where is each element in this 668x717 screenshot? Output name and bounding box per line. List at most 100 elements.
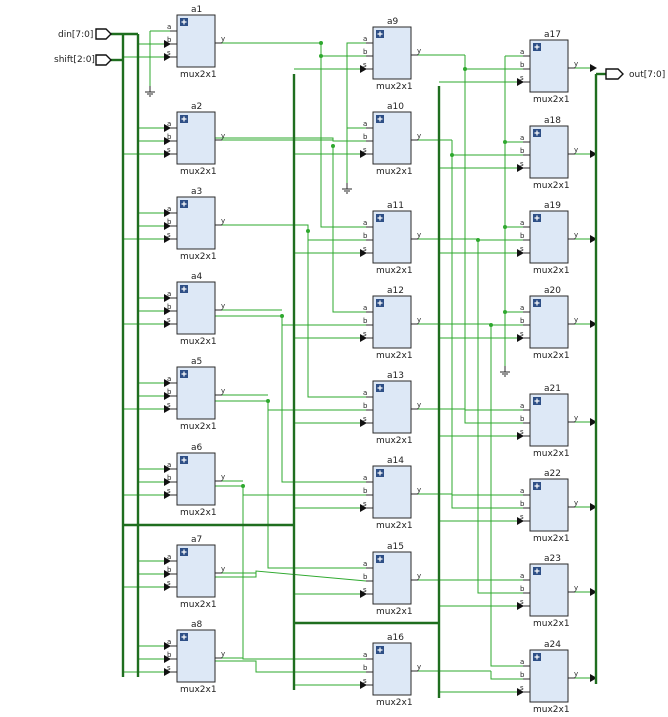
pin-label-y: y [221, 565, 225, 573]
bus-tap-arrow [164, 465, 171, 473]
pin-label-a: a [363, 389, 367, 397]
pin-label-y: y [221, 35, 225, 43]
pin-label-s: s [167, 664, 171, 672]
bus-tap-arrow [164, 53, 171, 61]
port-shift-label: shift[2:0] [54, 55, 95, 65]
port-din[interactable]: din[7:0] [58, 28, 112, 40]
pin-label-y: y [574, 499, 578, 507]
wire [320, 43, 366, 228]
pin-label-b: b [363, 402, 368, 410]
pin-label-s: s [363, 677, 367, 685]
expand-icon-plus [534, 215, 540, 221]
expand-icon-plus [534, 130, 540, 136]
pin-label-b: b [167, 218, 172, 226]
pin-label-a: a [363, 120, 367, 128]
pin-label-y: y [574, 316, 578, 324]
pin-label-a: a [167, 461, 171, 469]
wire [477, 239, 523, 241]
pin-label-s: s [363, 415, 367, 423]
pin-label-s: s [363, 146, 367, 154]
bus-tap-arrow [164, 392, 171, 400]
pin-label-a: a [363, 304, 367, 312]
port-out[interactable]: out[7:0] [605, 68, 665, 80]
bus-tap-arrow [517, 432, 524, 440]
mux-module-label: mux2x1 [533, 266, 570, 276]
mux-module-label: mux2x1 [376, 607, 413, 617]
pin-label-a: a [167, 120, 171, 128]
pin-label-s: s [167, 231, 171, 239]
pin-label-a: a [167, 290, 171, 298]
pin-label-s: s [363, 245, 367, 253]
mux-module-label: mux2x1 [180, 337, 217, 347]
bus-tap-arrow [590, 150, 597, 158]
pin-label-s: s [167, 487, 171, 495]
pin-label-a: a [520, 572, 524, 580]
bus-tap-arrow [164, 320, 171, 328]
pin-label-y: y [417, 316, 421, 324]
mux-instance-label: a11 [387, 201, 404, 211]
bus-tap-arrow [360, 334, 367, 342]
expand-icon-plus [377, 300, 383, 306]
mux-instance-label: a1 [191, 5, 202, 15]
pin-label-b: b [363, 133, 368, 141]
bus-tap-arrow [164, 379, 171, 387]
pin-label-a: a [520, 48, 524, 56]
mux-instance-label: a17 [544, 30, 561, 40]
bus-tap-arrow [164, 235, 171, 243]
mux-module-label: mux2x1 [533, 95, 570, 105]
wire [242, 486, 366, 660]
expand-icon-plus [377, 31, 383, 37]
pin-label-s: s [520, 684, 524, 692]
bus-tap-arrow [164, 655, 171, 663]
junction-dot [503, 310, 507, 314]
mux-module-label: mux2x1 [533, 705, 570, 715]
expand-icon-plus [377, 556, 383, 562]
expand-icon-plus [534, 398, 540, 404]
expand-icon-plus [181, 201, 187, 207]
bus-tap-arrow [360, 65, 367, 73]
mux-instance-label: a6 [191, 443, 203, 453]
pin-label-b: b [363, 487, 368, 495]
pin-label-y: y [574, 60, 578, 68]
mux-module-label: mux2x1 [533, 534, 570, 544]
mux-instance-label: a5 [191, 357, 202, 367]
mux-body [176, 196, 216, 250]
pin-label-b: b [167, 303, 172, 311]
wire [267, 401, 366, 569]
port-din-label: din[7:0] [58, 30, 93, 40]
port-out-symbol [605, 68, 624, 80]
pin-label-a: a [363, 219, 367, 227]
pin-label-b: b [167, 566, 172, 574]
pin-label-s: s [520, 598, 524, 606]
pin-label-s: s [363, 586, 367, 594]
port-shift[interactable]: shift[2:0] [54, 54, 112, 66]
bus-tap-arrow [590, 418, 597, 426]
mux-instance-label: a16 [387, 633, 404, 643]
mux-module-label: mux2x1 [376, 167, 413, 177]
bus-tap-arrow [360, 504, 367, 512]
wire [477, 580, 523, 594]
bus-tap-arrow [164, 294, 171, 302]
pin-label-y: y [574, 231, 578, 239]
port-din-symbol [95, 28, 112, 40]
mux-instance-label: a24 [544, 640, 561, 650]
pin-label-y: y [417, 572, 421, 580]
bus-tap-arrow [164, 642, 171, 650]
wire [346, 42, 366, 129]
mux-instance-label: a4 [191, 272, 203, 282]
wire [490, 325, 523, 667]
mux-module-label: mux2x1 [180, 70, 217, 80]
mux-module-label: mux2x1 [180, 252, 217, 262]
pin-label-a: a [520, 658, 524, 666]
mux-module-label: mux2x1 [180, 685, 217, 695]
pin-label-s: s [167, 316, 171, 324]
pin-label-y: y [417, 486, 421, 494]
bus-tap-arrow [360, 249, 367, 257]
